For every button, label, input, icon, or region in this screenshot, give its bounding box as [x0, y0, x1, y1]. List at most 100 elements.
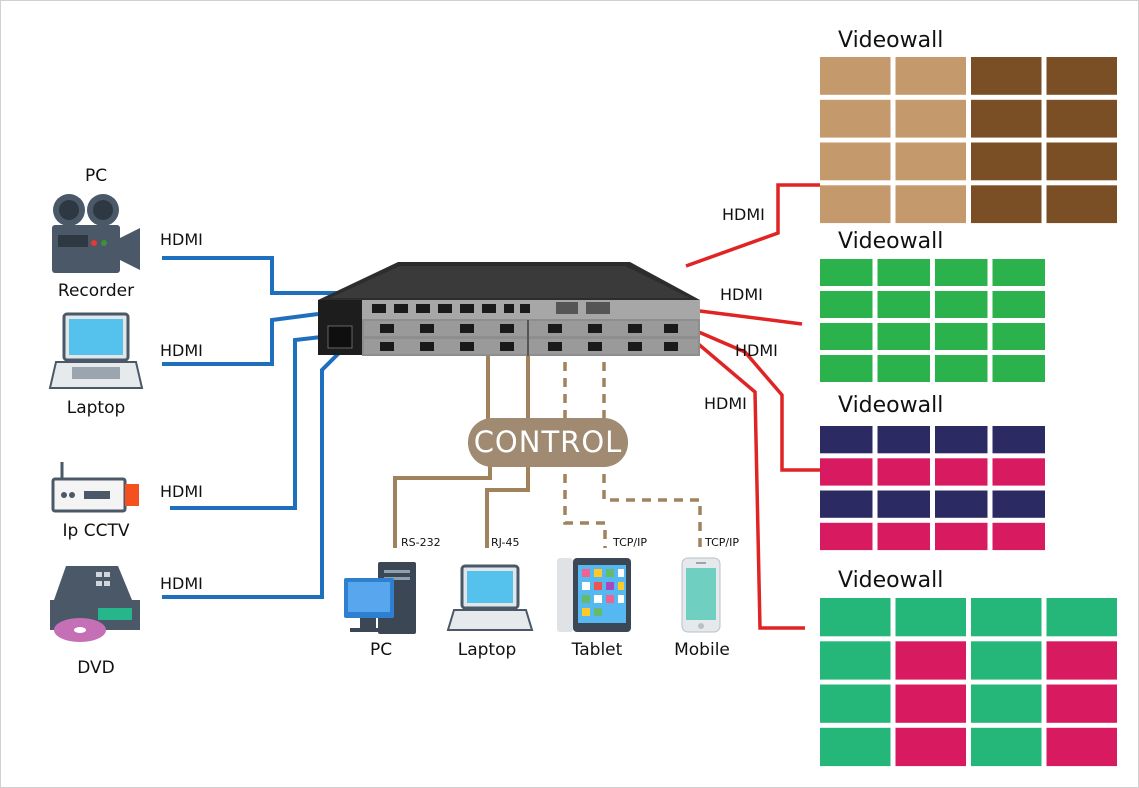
switcher-io-row-2 — [364, 321, 698, 336]
hdmi-out-label-2: HDMI — [720, 285, 763, 304]
hdmi-in-label-1: HDMI — [160, 230, 203, 249]
videowall-4-screen — [1046, 598, 1117, 637]
videowall-4-screen — [971, 684, 1042, 723]
videowall-1-screen — [971, 99, 1042, 138]
videowall-2-screen — [820, 323, 873, 350]
videowall-1-screen — [820, 99, 891, 138]
videowall-4-screen — [1046, 641, 1117, 680]
rs232-label: RS-232 — [401, 536, 441, 549]
videowall-1 — [820, 57, 1117, 224]
switcher-io-row-3 — [364, 339, 698, 354]
videowall-4-screen — [820, 641, 891, 680]
control-box — [468, 418, 628, 467]
control-cable-rj45 — [485, 465, 530, 548]
videowall-2-screen — [877, 355, 930, 382]
videowall-2-screen — [877, 323, 930, 350]
videowall-3-screen — [820, 490, 873, 518]
ip-cctv-label: Ip CCTV — [63, 521, 130, 541]
videowall-1-screen — [820, 185, 891, 224]
videowall-1-screen — [971, 142, 1042, 181]
videowall-3-screen — [992, 458, 1045, 486]
videowall-1-screen — [895, 99, 966, 138]
videowall-1-screen — [820, 57, 891, 95]
mobile-label: Mobile — [674, 640, 730, 660]
hdmi-out-label-4: HDMI — [704, 394, 747, 413]
input-cable-dvd — [162, 348, 344, 599]
tablet-icon — [557, 558, 631, 632]
videowall-2-screen — [992, 259, 1045, 286]
dvd-player-icon — [50, 566, 140, 642]
videowall-3 — [820, 426, 1045, 551]
hdmi-in-label-3: HDMI — [160, 482, 203, 501]
videowall-1-screen — [1046, 57, 1117, 95]
videowall-1-screen — [895, 185, 966, 224]
videowall-2-screen — [935, 323, 988, 350]
videowall-3-screen — [935, 458, 988, 486]
recorder-label: Recorder — [58, 281, 134, 301]
videowall-4-screen — [820, 684, 891, 723]
videowall-2-screen — [820, 355, 873, 382]
videowall-3-screen — [877, 458, 930, 486]
videowall-3-screen — [935, 522, 988, 551]
videowall-4-screen — [1046, 727, 1117, 767]
switcher-io-row-1 — [362, 300, 700, 319]
switcher-ports — [372, 302, 678, 351]
videowall-2-screen — [877, 291, 930, 318]
ip-cctv-icon — [51, 462, 139, 513]
videowall-2-screen — [992, 355, 1045, 382]
videowall-4-screen — [971, 598, 1042, 637]
tcpip-label-1: TCP/IP — [612, 536, 647, 549]
video-recorder-icon — [52, 194, 140, 273]
videowall-3-label: Videowall — [838, 393, 943, 418]
videowall-1-screen — [1046, 185, 1117, 224]
videowall-3-screen — [877, 522, 930, 551]
videowall-2-screen — [935, 259, 988, 286]
videowall-1-screen — [820, 142, 891, 181]
videowall-2-label: Videowall — [838, 229, 943, 254]
output-cable-wall-1 — [685, 183, 820, 268]
hdmi-out-label-1: HDMI — [722, 205, 765, 224]
videowall-3-screen — [877, 490, 930, 518]
input-cable-cctv — [170, 334, 331, 510]
videowall-2-screen — [820, 259, 873, 286]
videowall-4-screen — [971, 727, 1042, 767]
videowall-4-screen — [971, 641, 1042, 680]
laptop-source-icon — [48, 312, 144, 389]
input-cables — [162, 256, 344, 599]
videowall-4-screen — [895, 641, 966, 680]
videowall-2-screen — [992, 291, 1045, 318]
rj45-label: RJ-45 — [491, 536, 519, 549]
input-cable-recorder — [162, 256, 340, 295]
tcpip-label-2: TCP/IP — [704, 536, 739, 549]
videowall-3-screen — [820, 458, 873, 486]
pc-source-label: PC — [85, 166, 107, 186]
videowall-2-screen — [877, 259, 930, 286]
videowall-3-screen — [935, 490, 988, 518]
videowall-4-screen — [895, 684, 966, 723]
videowall-4 — [820, 598, 1117, 767]
videowall-3-screen — [935, 426, 988, 454]
videowall-1-screen — [1046, 142, 1117, 181]
videowall-2-screen — [992, 323, 1045, 350]
videowall-2-screen — [935, 355, 988, 382]
output-cable-wall-3 — [693, 328, 820, 472]
pc-client-icon — [344, 562, 416, 634]
videowall-1-screen — [895, 57, 966, 95]
switcher-top-panel — [330, 266, 690, 298]
videowall-3-screen — [992, 490, 1045, 518]
videowall-1-screen — [895, 142, 966, 181]
videowall-1-screen — [971, 185, 1042, 224]
output-cables — [685, 183, 820, 630]
videowall-3-screen — [820, 522, 873, 551]
videowall-3-screen — [877, 426, 930, 454]
videowall-1-screen — [1046, 99, 1117, 138]
mobile-phone-icon — [681, 557, 721, 633]
videowall-4-screen — [1046, 684, 1117, 723]
dvd-label: DVD — [77, 658, 115, 678]
laptop-client-label: Laptop — [458, 640, 517, 660]
laptop-client-icon — [446, 564, 534, 631]
videowall-2-screen — [935, 291, 988, 318]
matrix-switcher — [318, 262, 700, 356]
videowall-3-screen — [992, 426, 1045, 454]
control-cable-rs232 — [393, 465, 492, 548]
